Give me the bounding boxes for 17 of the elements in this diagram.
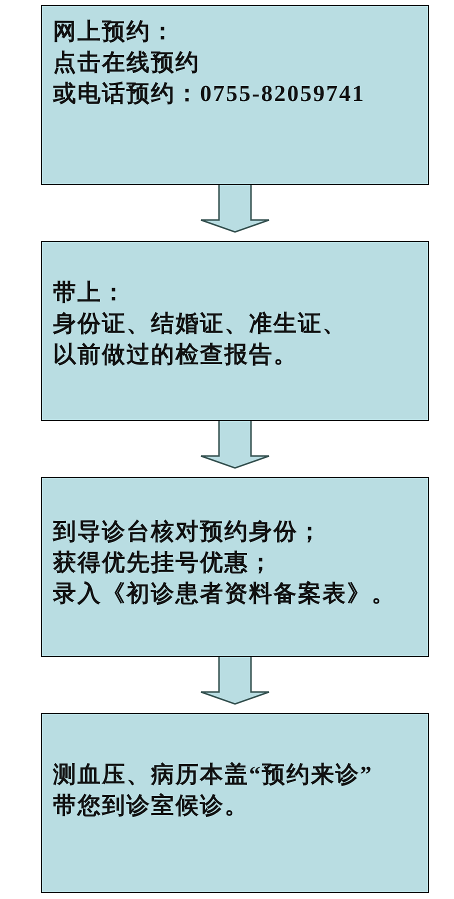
step-text: 到导诊台核对预约身份； — [53, 518, 322, 546]
process-box — [41, 477, 429, 657]
block-arrow — [200, 183, 270, 233]
step-text: 录入《初诊患者资料备案表》。 — [53, 580, 396, 608]
process-box — [41, 713, 429, 893]
heading: 带上： — [53, 279, 126, 307]
step-text: 带您到诊室候诊。 — [53, 792, 249, 820]
step-text: 身份证、结婚证、准生证、以前做过的检查报告。 — [53, 310, 348, 369]
block-arrow — [200, 419, 270, 469]
process-box — [41, 241, 429, 421]
heading: 网上预约： — [53, 18, 176, 46]
block-arrow — [200, 655, 270, 705]
phone-text: 或电话预约：0755-82059741 — [53, 80, 366, 108]
process-box — [41, 5, 429, 185]
step-text: 获得优先挂号优惠； — [53, 549, 274, 577]
step-text: 测血压、病历本盖“预约来诊” — [53, 760, 373, 789]
step-text: 点击在线预约 — [53, 49, 200, 77]
